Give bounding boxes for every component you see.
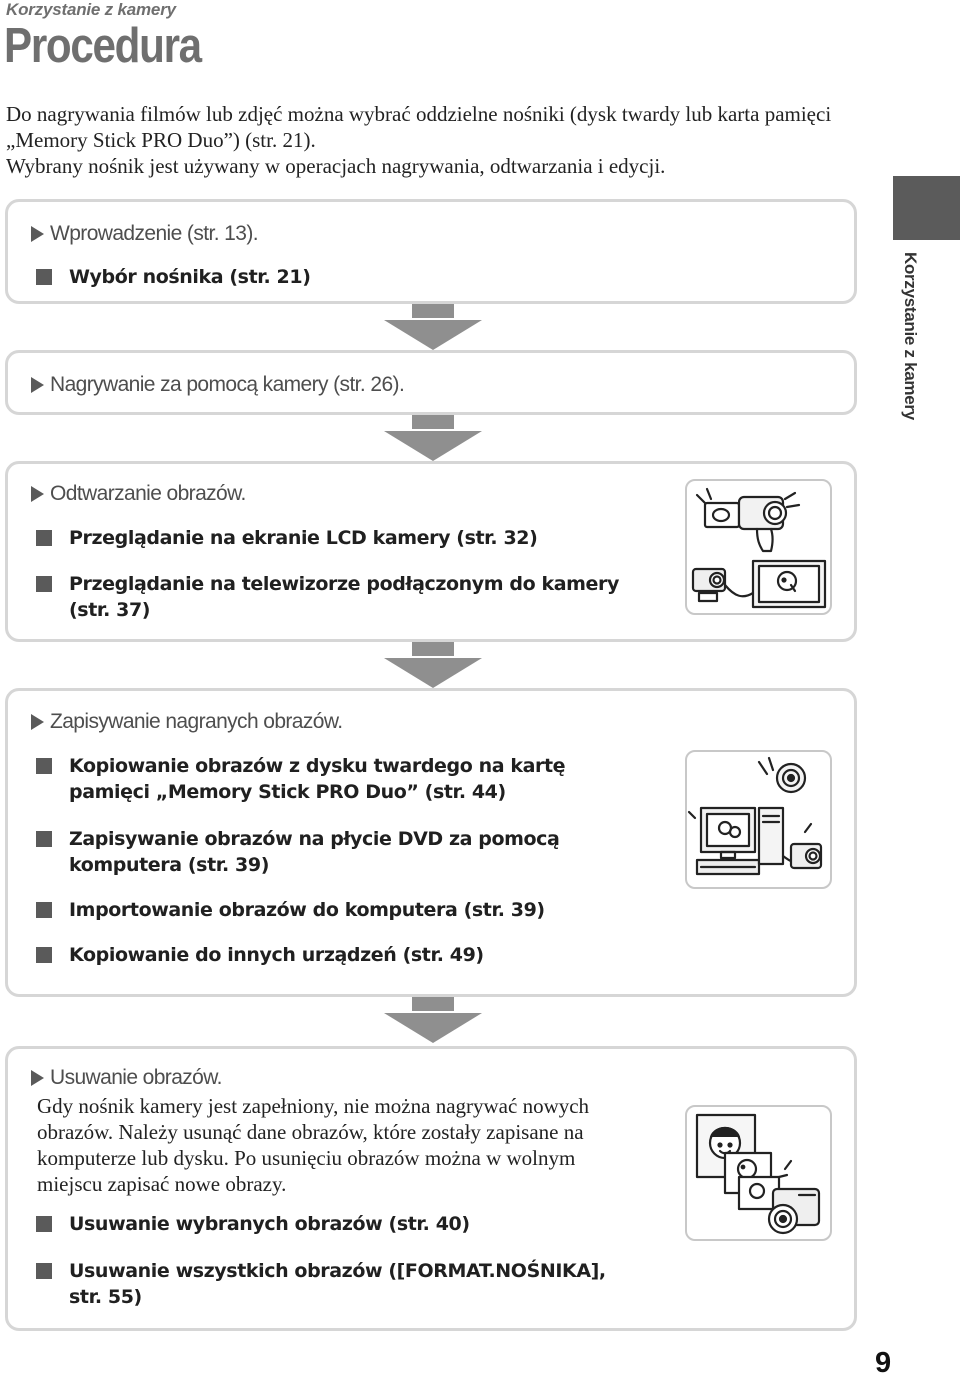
step-item-label: Wybór nośnika (str. 21) bbox=[69, 264, 656, 290]
flow-arrow-icon bbox=[384, 642, 482, 688]
step-item[interactable]: Przeglądanie na ekranie LCD kamery (str.… bbox=[36, 525, 656, 551]
square-bullet-icon bbox=[36, 831, 52, 847]
step-item[interactable]: Kopiowanie obrazów z dysku twardego na k… bbox=[36, 753, 656, 805]
step-box-recording: Nagrywanie za pomocą kamery (str. 26). bbox=[5, 350, 857, 415]
step-item-label: komputera (str. 39) bbox=[69, 852, 656, 878]
step-description-line: obrazów. Należy usunąć dane obrazów, któ… bbox=[37, 1119, 657, 1145]
intro-line: Do nagrywania filmów lub zdjęć można wyb… bbox=[6, 101, 876, 127]
triangle-bullet-icon bbox=[31, 226, 44, 242]
page-title: Procedura bbox=[4, 18, 201, 74]
step-description-line: miejscu zapisać nowe obrazy. bbox=[37, 1171, 657, 1197]
square-bullet-icon bbox=[36, 902, 52, 918]
step-item-label: Przeglądanie na telewizorze podłączonym … bbox=[69, 571, 656, 597]
triangle-bullet-icon bbox=[31, 714, 44, 730]
triangle-bullet-icon bbox=[31, 1070, 44, 1086]
step-heading-label: Nagrywanie za pomocą kamery (str. 26). bbox=[50, 373, 404, 397]
square-bullet-icon bbox=[36, 758, 52, 774]
square-bullet-icon bbox=[36, 269, 52, 285]
flow-arrow-icon bbox=[384, 304, 482, 350]
step-description-line: komputerze lub dysku. Po usunięciu obraz… bbox=[37, 1145, 657, 1171]
side-tab-marker bbox=[893, 176, 960, 240]
side-tab-label: Korzystanie z kamery bbox=[896, 252, 920, 422]
step-heading[interactable]: Zapisywanie nagranych obrazów. bbox=[31, 710, 343, 734]
computer-dvd-illustration bbox=[685, 750, 832, 889]
step-item[interactable]: Kopiowanie do innych urządzeń (str. 49) bbox=[36, 942, 656, 968]
step-heading-label: Usuwanie obrazów. bbox=[50, 1066, 222, 1090]
step-item[interactable]: Przeglądanie na telewizorze podłączonym … bbox=[36, 571, 656, 623]
intro-line: Wybrany nośnik jest używany w operacjach… bbox=[6, 153, 876, 179]
step-item-label: Kopiowanie obrazów z dysku twardego na k… bbox=[69, 753, 656, 779]
step-item-label: Importowanie obrazów do komputera (str. … bbox=[69, 897, 656, 923]
step-item-label: pamięci „Memory Stick PRO Duo” (str. 44) bbox=[69, 779, 656, 805]
step-heading[interactable]: Wprowadzenie (str. 13). bbox=[31, 222, 258, 246]
square-bullet-icon bbox=[36, 1216, 52, 1232]
triangle-bullet-icon bbox=[31, 377, 44, 393]
step-item[interactable]: Importowanie obrazów do komputera (str. … bbox=[36, 897, 656, 923]
step-item-label: Przeglądanie na ekranie LCD kamery (str.… bbox=[69, 525, 656, 551]
page-number: 9 bbox=[875, 1347, 891, 1380]
step-item-label: Usuwanie wybranych obrazów (str. 40) bbox=[69, 1211, 656, 1237]
camcorder-playback-illustration bbox=[685, 479, 832, 615]
step-heading[interactable]: Odtwarzanie obrazów. bbox=[31, 482, 246, 506]
section-label: Korzystanie z kamery bbox=[6, 0, 176, 20]
step-item[interactable]: Usuwanie wszystkich obrazów ([FORMAT.NOŚ… bbox=[36, 1258, 656, 1310]
step-item-label: Zapisywanie obrazów na płycie DVD za pom… bbox=[69, 826, 656, 852]
square-bullet-icon bbox=[36, 947, 52, 963]
step-item-label: str. 55) bbox=[69, 1284, 656, 1310]
triangle-bullet-icon bbox=[31, 486, 44, 502]
step-heading[interactable]: Usuwanie obrazów. bbox=[31, 1066, 222, 1090]
step-heading-label: Odtwarzanie obrazów. bbox=[50, 482, 246, 506]
step-description-line: Gdy nośnik kamery jest zapełniony, nie m… bbox=[37, 1093, 657, 1119]
square-bullet-icon bbox=[36, 1263, 52, 1279]
step-heading[interactable]: Nagrywanie za pomocą kamery (str. 26). bbox=[31, 373, 404, 397]
step-heading-label: Zapisywanie nagranych obrazów. bbox=[50, 710, 343, 734]
step-item-label: (str. 37) bbox=[69, 597, 656, 623]
photos-deletion-illustration bbox=[685, 1105, 832, 1241]
step-item-label: Usuwanie wszystkich obrazów ([FORMAT.NOŚ… bbox=[69, 1258, 656, 1284]
flow-arrow-icon bbox=[384, 415, 482, 461]
step-heading-label: Wprowadzenie (str. 13). bbox=[50, 222, 258, 246]
flow-arrow-icon bbox=[384, 997, 482, 1043]
intro-line: „Memory Stick PRO Duo”) (str. 21). bbox=[6, 127, 876, 153]
step-item[interactable]: Wybór nośnika (str. 21) bbox=[36, 264, 656, 290]
step-box-introduction: Wprowadzenie (str. 13). Wybór nośnika (s… bbox=[5, 199, 857, 304]
square-bullet-icon bbox=[36, 530, 52, 546]
intro-paragraph: Do nagrywania filmów lub zdjęć można wyb… bbox=[6, 101, 876, 179]
step-description: Gdy nośnik kamery jest zapełniony, nie m… bbox=[37, 1093, 657, 1197]
step-item-label: Kopiowanie do innych urządzeń (str. 49) bbox=[69, 942, 656, 968]
step-item[interactable]: Usuwanie wybranych obrazów (str. 40) bbox=[36, 1211, 656, 1237]
step-item[interactable]: Zapisywanie obrazów na płycie DVD za pom… bbox=[36, 826, 656, 878]
square-bullet-icon bbox=[36, 576, 52, 592]
